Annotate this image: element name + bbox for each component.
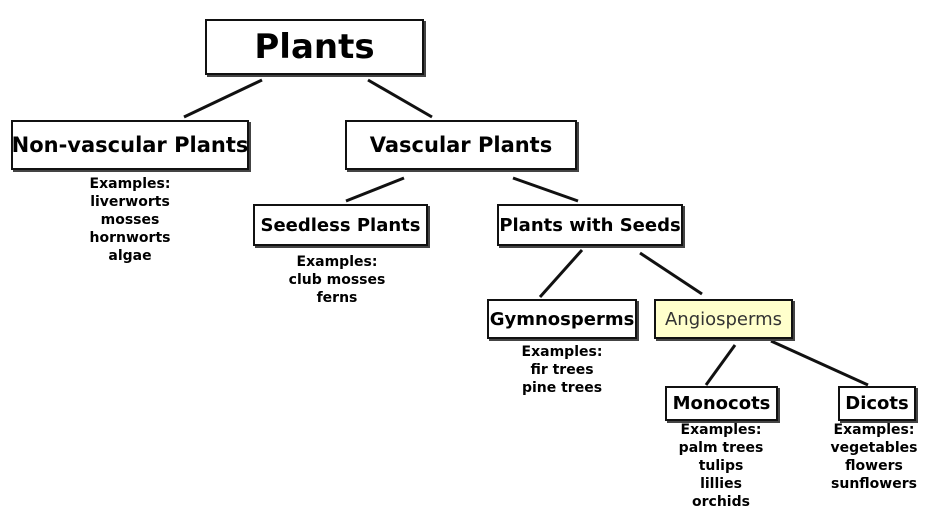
link-plants-nonvascular (183, 78, 263, 119)
example-line: algae (108, 248, 152, 264)
example-line: Examples: (521, 344, 603, 360)
link-angiosperms-dicots (770, 339, 869, 387)
example-line: Examples: (680, 422, 762, 438)
node-nonvascular: Non-vascular Plants (11, 120, 249, 170)
nonvascular-examples: Examples: liverworts mosses hornworts al… (60, 175, 200, 265)
example-line: Examples: (296, 254, 378, 270)
link-vascular-withseeds (512, 176, 579, 203)
link-plants-vascular (367, 78, 433, 119)
node-vascular: Vascular Plants (345, 120, 577, 170)
link-angiosperms-monocots (704, 344, 737, 386)
link-vascular-seedless (345, 176, 405, 203)
example-line: club mosses (288, 272, 386, 288)
example-line: liverworts (90, 194, 170, 210)
node-dicots: Dicots (838, 386, 916, 421)
node-vascular-label: Vascular Plants (369, 133, 553, 157)
example-line: vegetables (830, 440, 918, 456)
node-gymnosperms-label: Gymnosperms (489, 308, 635, 330)
example-line: lillies (700, 476, 742, 492)
node-angiosperms: Angiosperms (654, 299, 793, 339)
example-line: tulips (698, 458, 744, 474)
node-seedless-label: Seedless Plants (260, 214, 421, 236)
node-dicots-label: Dicots (845, 393, 909, 414)
node-plants: Plants (205, 19, 424, 75)
example-line: sunflowers (831, 476, 917, 492)
node-angiosperms-label: Angiosperms (664, 308, 783, 330)
node-seedless: Seedless Plants (253, 204, 428, 246)
link-withseeds-angiosperms (639, 251, 703, 296)
node-withseeds-label: Plants with Seeds (499, 214, 681, 236)
example-line: pine trees (521, 380, 603, 396)
example-line: flowers (845, 458, 903, 474)
link-withseeds-gymnosperms (538, 249, 584, 298)
example-line: Examples: (89, 176, 171, 192)
gymnosperms-examples: Examples: fir trees pine trees (492, 343, 632, 397)
node-monocots: Monocots (665, 386, 778, 421)
example-line: ferns (316, 290, 358, 306)
example-line: Examples: (833, 422, 915, 438)
dicots-examples: Examples: vegetables flowers sunflowers (818, 421, 930, 493)
example-line: orchids (692, 494, 750, 510)
example-line: fir trees (530, 362, 594, 378)
node-monocots-label: Monocots (672, 393, 771, 414)
node-gymnosperms: Gymnosperms (487, 299, 637, 339)
node-plants-label: Plants (254, 27, 375, 67)
example-line: hornworts (89, 230, 171, 246)
example-line: palm trees (678, 440, 764, 456)
node-nonvascular-label: Non-vascular Plants (11, 133, 249, 157)
example-line: mosses (100, 212, 160, 228)
seedless-examples: Examples: club mosses ferns (267, 253, 407, 307)
monocots-examples: Examples: palm trees tulips lillies orch… (651, 421, 791, 511)
node-withseeds: Plants with Seeds (497, 204, 683, 246)
